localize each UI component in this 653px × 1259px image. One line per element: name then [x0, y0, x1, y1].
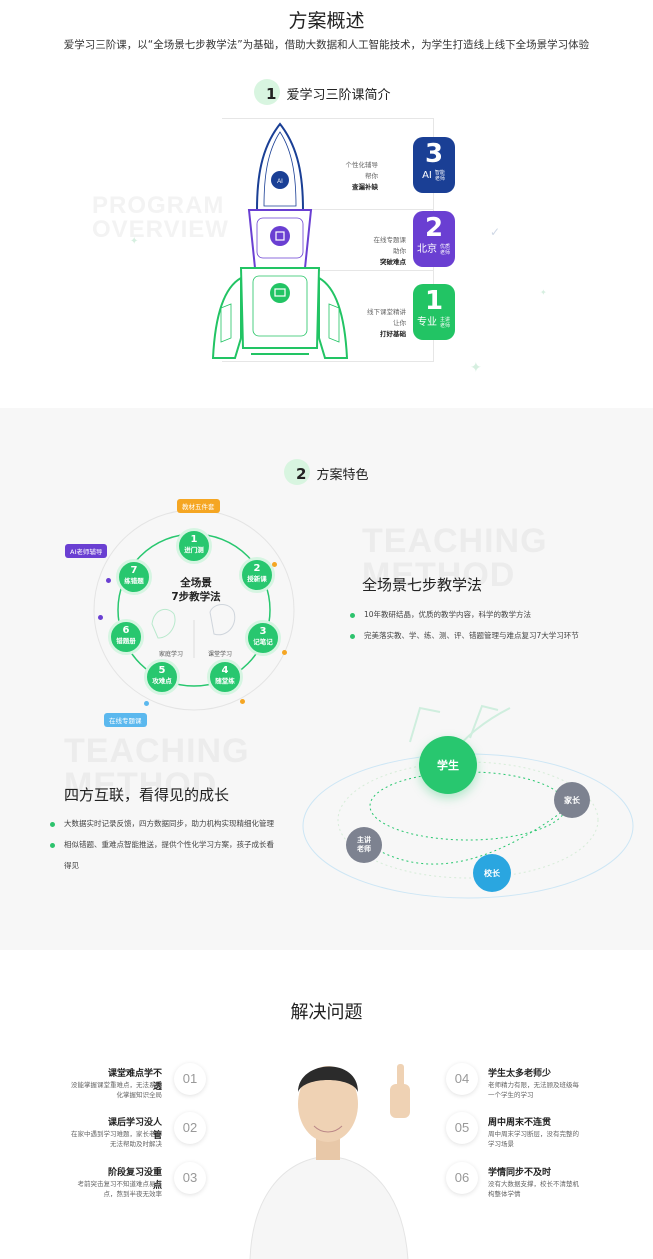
section-heading-2: 2 方案特色: [284, 459, 369, 485]
section-heading-1: 1 爱学习三阶课简介: [254, 79, 391, 105]
tier-3-text: 个性化辅导 帮你 查漏补缺: [345, 161, 379, 191]
sparkle-icon: ✦: [130, 236, 139, 247]
problem-num-01: 01: [174, 1063, 206, 1095]
page-title: 方案概述: [288, 10, 365, 32]
person-illustration: [249, 1064, 410, 1259]
orbit-dot: [98, 615, 103, 620]
problem-desc-04: 老师精力有限，无法顾及班级每一个学生的学习: [488, 1081, 579, 1099]
linkage-point: 大数据实时记录反馈，四方数据同步，助力机构实现精细化管理: [50, 814, 274, 834]
page-subtitle: 爱学习三阶课，以“全场景七步教学法”为基础，借助大数据和人工智能技术，为学生打造…: [63, 39, 590, 51]
problem-desc-05: 周中周末学习断层，没有完整的学习场景: [488, 1130, 579, 1148]
problem-title-04: 学生太多老师少: [488, 1069, 552, 1079]
problem-num-06: 06: [446, 1162, 478, 1194]
role-parent: 家长: [554, 782, 590, 818]
method-point: 完美落实教、学、练、测、评、错题管理与难点复习7大学习环节: [350, 626, 579, 646]
heading-number: 2: [296, 464, 307, 483]
tier-1-badge: 1 专业主讲老师: [413, 284, 455, 340]
tier-2-text: 在线专题课 助你 突破难点: [373, 236, 407, 266]
problem-desc-02: 在家中遇到学习难题，家长老师无法帮助及时解决: [71, 1130, 162, 1148]
problem-num-02: 02: [174, 1112, 206, 1144]
heading-bubble: [284, 459, 310, 485]
sparkle-icon: ✓: [490, 225, 501, 239]
sparkle-icon: ✦: [470, 360, 482, 376]
features-section: 2 方案特色 TEACHING METHOD TEACHING METHOD 全…: [0, 408, 653, 950]
role-principal: 校长: [473, 854, 511, 892]
problem-num-05: 05: [446, 1112, 478, 1144]
tag-textbook: 教材五件套: [177, 499, 220, 513]
home-study-label: 家庭学习: [159, 651, 184, 658]
problem-num-04: 04: [446, 1063, 478, 1095]
sparkle-icon: ✦: [540, 288, 547, 297]
solutions-title: 解决问题: [290, 1002, 363, 1023]
orbit-dot: [144, 701, 149, 706]
problem-title-02: 课后学习没人管: [107, 1118, 162, 1141]
problem-title-03: 阶段复习没重点: [107, 1168, 162, 1191]
overview-section: 方案概述 爱学习三阶课，以“全场景七步教学法”为基础，借助大数据和人工智能技术，…: [0, 0, 653, 408]
watermark-teaching-2: TEACHING METHOD: [64, 732, 250, 804]
tag-online-course: 在线专题课: [104, 713, 147, 727]
class-study-label: 课堂学习: [208, 651, 233, 658]
role-teacher: 主讲 老师: [346, 827, 382, 863]
heading-number: 1: [266, 84, 277, 103]
heading-text: 方案特色: [316, 468, 369, 483]
watermark-program: PROGRAM OVERVIEW: [92, 192, 229, 243]
orbit-dot: [240, 699, 245, 704]
problem-num-03: 03: [174, 1162, 206, 1194]
orbit-dot: [282, 650, 287, 655]
rocket-illustration: AI: [211, 122, 349, 359]
watermark-teaching-1: TEACHING METHOD: [362, 522, 548, 594]
svg-text:AI: AI: [277, 179, 283, 185]
problem-title-05: 周中周末不连贯: [488, 1118, 552, 1128]
method-point: 10年教研结晶，优质的教学内容，科学的教学方法: [350, 605, 531, 625]
problem-title-06: 学情同步不及时: [488, 1168, 552, 1178]
solutions-section: 解决问题 课堂难点学不透 没能掌握课堂重难点，无法系统化掌握知识全局 01 课后…: [0, 950, 653, 1259]
problem-desc-06: 没有大数据支撑，校长不清楚机构整体学情: [488, 1180, 579, 1198]
tier-divider: [318, 270, 434, 271]
tier-divider: [222, 118, 434, 119]
linkage-point: 相似错题、重难点智能推送，提供个性化学习方案，孩子成长看: [50, 835, 274, 855]
cycle-title: 全场景 7步教学法: [171, 577, 221, 603]
tier-2-badge: 2 北京优质老师: [413, 211, 455, 267]
problem-title-01: 课堂难点学不透: [107, 1069, 162, 1092]
heading-bubble: [254, 79, 280, 105]
linkage-title: 四方互联，看得见的成长: [64, 786, 230, 804]
tier-divider: [300, 209, 434, 210]
tier-divider: [222, 361, 434, 362]
orbit-dot: [272, 562, 277, 567]
tag-ai-teacher: AI老师辅导: [65, 544, 108, 558]
network-diagram: [302, 704, 634, 899]
heading-text: 爱学习三阶课简介: [286, 88, 391, 103]
tier-1-text: 线下课堂精讲 让你 打好基础: [367, 308, 406, 338]
problem-desc-03: 考前突击复习不知道难点易错点，熬到半夜无效率: [77, 1180, 163, 1198]
orbit-dot: [106, 578, 111, 583]
problem-desc-01: 没能掌握课堂重难点，无法系统化掌握知识全局: [71, 1081, 162, 1099]
role-student: 学生: [419, 736, 477, 794]
linkage-point-continued: 得见: [64, 861, 79, 870]
method-title: 全场景七步教学法: [362, 576, 483, 594]
